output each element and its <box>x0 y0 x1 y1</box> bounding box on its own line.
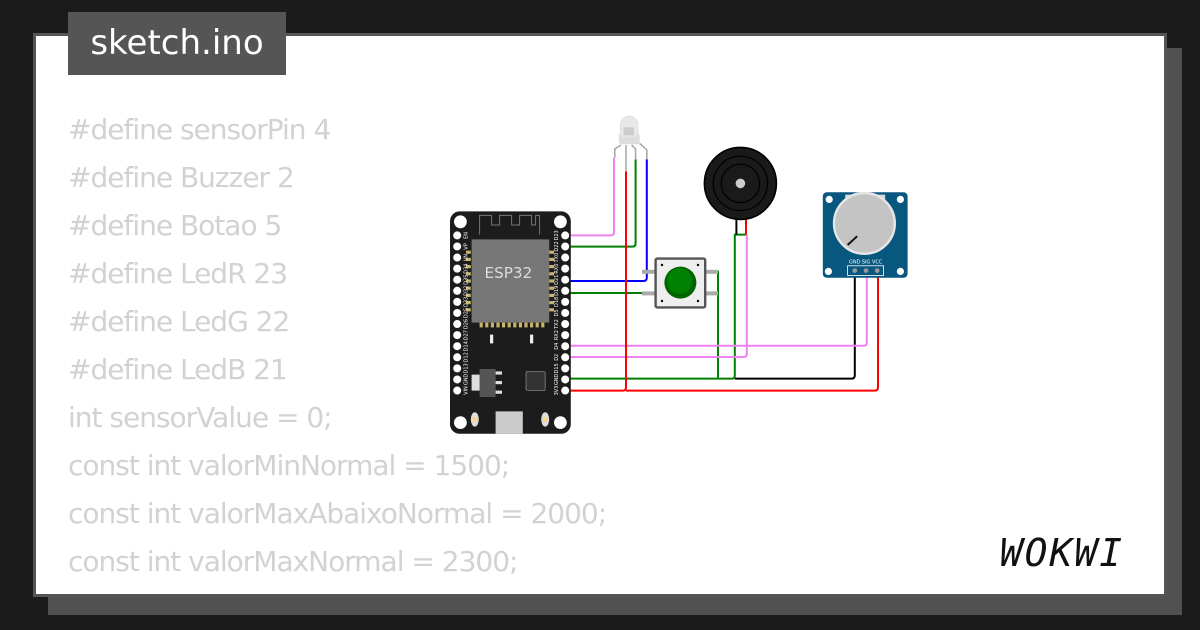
code-line: #define LedG 22 <box>68 305 290 338</box>
esp32-pin[interactable] <box>561 286 570 295</box>
wire-gnd-pot[interactable] <box>734 271 856 380</box>
code-preview: #define sensorPin 4 #define Buzzer 2 #defi… <box>68 106 607 586</box>
esp32-pin-label: D34 <box>464 264 470 274</box>
potentiometer[interactable]: GND SIG VCC <box>822 191 908 278</box>
esp32-pin[interactable] <box>453 331 462 340</box>
esp32-pin-label: D23 <box>554 230 560 240</box>
esp32-pin[interactable] <box>453 308 462 317</box>
esp32-pin-label: D25 <box>464 308 470 318</box>
push-button[interactable] <box>642 257 718 309</box>
knob-indicator <box>846 235 858 246</box>
esp32-pin-label: D18 <box>554 297 560 307</box>
esp32-pin-label: VN <box>464 254 470 261</box>
esp32-chip <box>471 239 550 323</box>
code-line: #define sensorPin 4 <box>68 113 331 146</box>
esp32-pin-label: TX0 <box>554 253 560 264</box>
esp32-pin[interactable] <box>453 342 462 351</box>
pot-pin-vcc: VCC <box>872 259 883 265</box>
esp32-pin-label: D35 <box>464 275 470 285</box>
esp32-pin-label: GND <box>554 374 560 386</box>
wire-d5-button[interactable] <box>564 292 644 306</box>
usb-port <box>495 411 523 434</box>
esp32-pin-label: VIN <box>464 386 470 395</box>
esp32-pin-label: VP <box>464 243 470 249</box>
esp32-pin[interactable] <box>561 297 570 306</box>
esp32-pin[interactable] <box>561 253 570 262</box>
preview-panel: #define sensorPin 4 #define Buzzer 2 #defi… <box>33 33 1167 597</box>
esp32-pin[interactable] <box>561 364 570 373</box>
esp32-pin-label: 3V3 <box>554 386 560 396</box>
esp32-pin[interactable] <box>453 286 462 295</box>
wires <box>564 157 880 392</box>
wire-gnd-buzzer[interactable] <box>565 233 746 380</box>
esp32-pin-label: D22 <box>554 241 560 251</box>
wire-d2-buzzer[interactable] <box>565 234 748 359</box>
code-line: #define Buzzer 2 <box>68 161 295 194</box>
esp32-pin-label: D21 <box>554 275 560 285</box>
esp32-pin-label: D13 <box>464 363 470 373</box>
esp32-pin[interactable] <box>453 297 462 306</box>
wire-d22-led-g[interactable] <box>565 159 637 248</box>
code-line: #define Botao 5 <box>68 209 282 242</box>
esp32-pin[interactable] <box>453 353 462 362</box>
code-line: #define LedR 23 <box>68 257 288 290</box>
esp32-pin[interactable] <box>453 375 462 384</box>
esp32-pin[interactable] <box>561 375 570 384</box>
esp32-pin-label: RX2 <box>554 330 560 340</box>
esp32-pin-label: D5 <box>554 309 560 316</box>
esp32-pin[interactable] <box>453 264 462 273</box>
esp32-pin[interactable] <box>561 342 570 351</box>
wire-d4-pot-sig[interactable] <box>565 271 868 347</box>
rgb-led[interactable] <box>613 115 648 172</box>
esp32-pin[interactable] <box>561 264 570 273</box>
esp32-pin[interactable] <box>453 275 462 284</box>
esp32-label: ESP32 <box>485 264 533 282</box>
esp32-pin[interactable] <box>453 386 462 395</box>
esp32-pin[interactable] <box>453 231 462 240</box>
esp32-pin[interactable] <box>453 364 462 373</box>
wokwi-logo: WOKWI <box>1000 531 1124 575</box>
esp32-pin[interactable] <box>561 386 570 395</box>
wire-3v3-led-pot[interactable] <box>565 171 880 392</box>
esp32-pin[interactable] <box>561 275 570 284</box>
code-line: int sensorValue = 0; <box>68 401 333 434</box>
esp32-pin-label: D32 <box>464 286 470 296</box>
esp32-pin-label: TX2 <box>554 319 560 330</box>
pot-pin-gnd: GND <box>849 259 861 265</box>
esp32-pin[interactable] <box>561 353 570 362</box>
wire-d21-led-b[interactable] <box>565 159 648 283</box>
esp32-pin[interactable] <box>453 242 462 251</box>
code-line: const int valorMaxAbaixoNormal = 2000; <box>68 497 607 530</box>
file-tab-title: sketch.ino <box>68 12 286 75</box>
code-line: #define LedB 21 <box>68 353 288 386</box>
code-line: const int valorMinNormal = 1500; <box>68 449 510 482</box>
esp32-pin-label: D2 <box>554 354 560 361</box>
esp32-board[interactable]: ESP32 ENVPVND34D35D32D33D25D26D27D14D12D… <box>450 211 571 434</box>
esp32-pin[interactable] <box>561 308 570 317</box>
esp32-pin-label: EN <box>464 232 470 239</box>
esp32-pin-label: D12 <box>464 352 470 362</box>
esp32-pin-label: RX0 <box>554 264 560 274</box>
code-line: const int valorMaxNormal = 2300; <box>68 545 518 578</box>
esp32-pin-label: D19 <box>554 286 560 296</box>
esp32-pin-label: GND <box>464 374 470 386</box>
esp32-pin-label: D33 <box>464 297 470 307</box>
buzzer[interactable] <box>703 146 778 235</box>
esp32-pin[interactable] <box>561 331 570 340</box>
esp32-pin-label: D27 <box>464 330 470 340</box>
wire-d23-led-r[interactable] <box>565 157 615 237</box>
esp32-pin[interactable] <box>561 231 570 240</box>
esp32-pin[interactable] <box>453 320 462 329</box>
wire-button-gnd[interactable] <box>711 270 719 378</box>
esp32-pin[interactable] <box>453 253 462 262</box>
esp32-pin-label: D4 <box>554 343 560 350</box>
esp32-pin[interactable] <box>561 320 570 329</box>
esp32-pin[interactable] <box>561 242 570 251</box>
circuit-group: ESP32 ENVPVND34D35D32D33D25D26D27D14D12D… <box>450 115 908 434</box>
esp32-pin-label: D14 <box>464 341 470 351</box>
pot-pin-sig: SIG <box>862 259 871 265</box>
esp32-pin-label: D26 <box>464 319 470 329</box>
esp32-pin-label: D15 <box>554 363 560 373</box>
